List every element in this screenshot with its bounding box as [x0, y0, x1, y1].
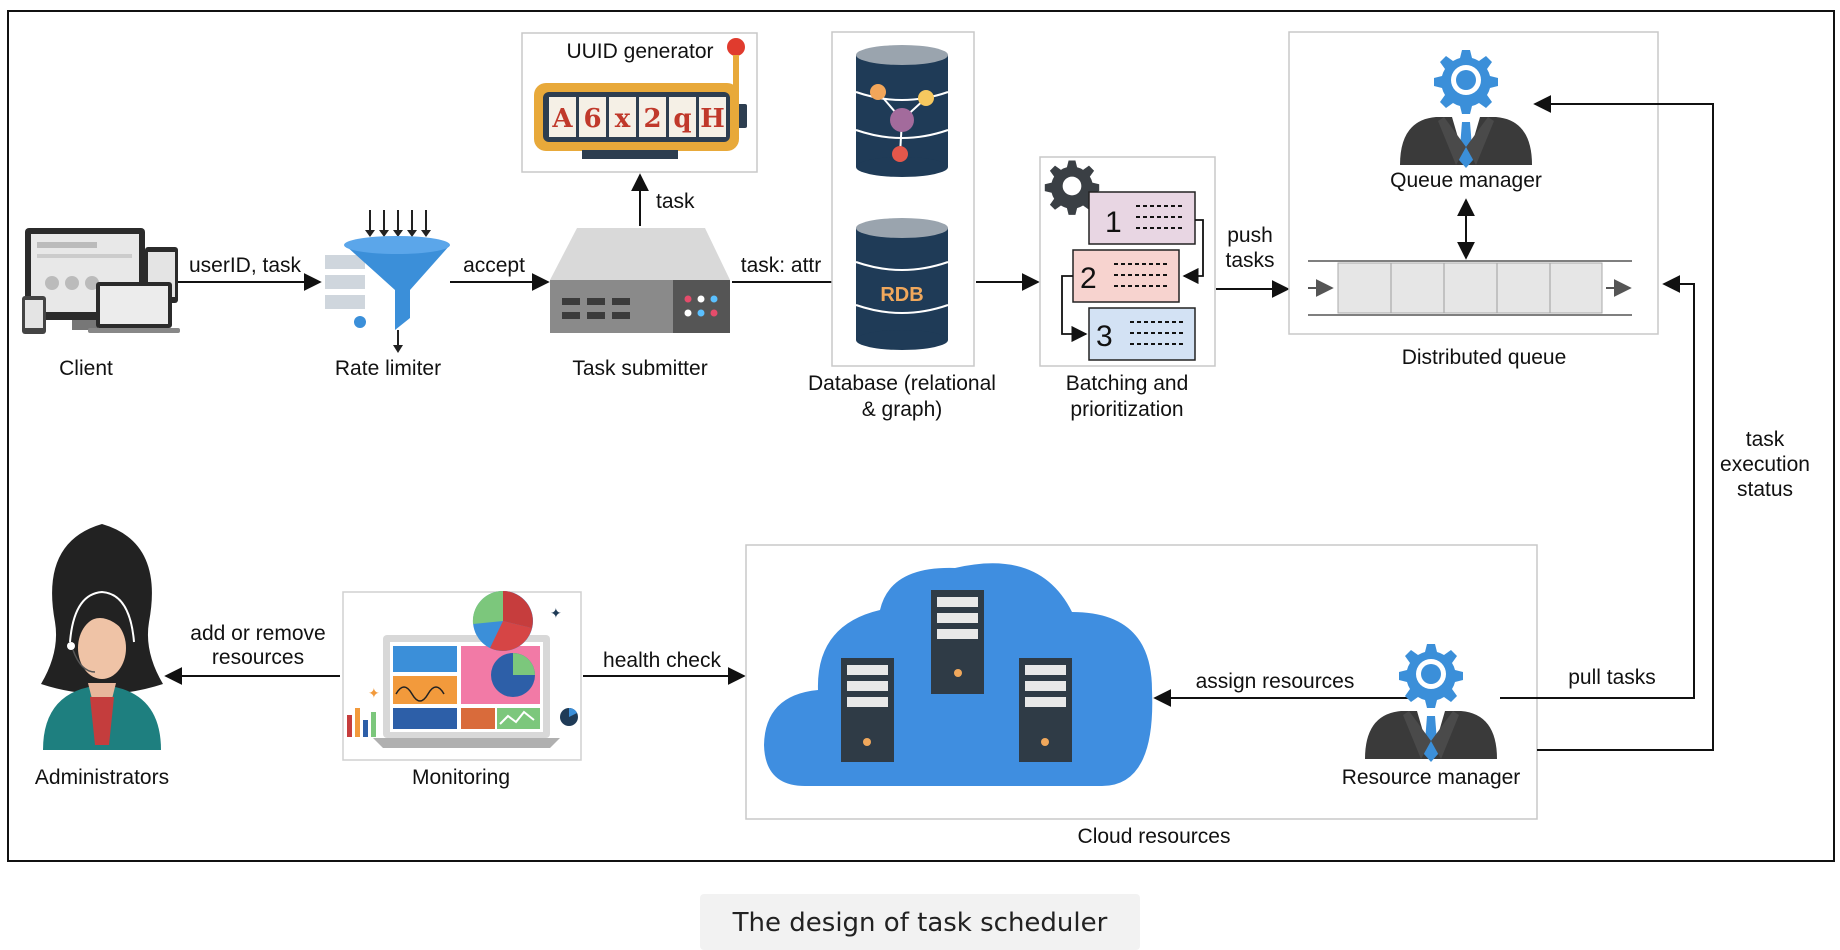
- uuid-reel-char: H: [700, 104, 725, 134]
- uuid-reel-cell: [699, 97, 726, 137]
- rate-limiter-funnel-icon: [325, 210, 450, 353]
- uuid-reel-cell: [669, 97, 696, 137]
- batch-card-2: 2: [1072, 249, 1180, 303]
- batch-card-1: 1: [1088, 191, 1196, 245]
- database-label-line1: Database (relational: [808, 372, 996, 395]
- batch-card-3: 3: [1088, 307, 1196, 361]
- uuid-reel-cell: [639, 97, 666, 137]
- edge-label-status-3: status: [1737, 478, 1793, 501]
- edge-label-add-or-remove: add or remove: [190, 622, 325, 645]
- batch-number-3: 3: [1096, 320, 1113, 353]
- uuid-reel-char: 6: [583, 104, 601, 134]
- edge-label-userid-task: userID, task: [189, 254, 302, 277]
- uuid-generator-label: UUID generator: [566, 40, 713, 63]
- graph-database-icon: [855, 45, 949, 177]
- resource-manager-person-icon: [1365, 711, 1497, 762]
- batching-label-line1: Batching and: [1066, 372, 1189, 395]
- monitoring-label: Monitoring: [412, 766, 510, 789]
- edge-label-pull-tasks: pull tasks: [1568, 666, 1656, 689]
- batching-label-line2: prioritization: [1070, 398, 1183, 421]
- database-label-line2: & graph): [862, 398, 943, 421]
- batching-gear-icon: [1044, 160, 1100, 215]
- uuid-reel-cell: [549, 97, 576, 137]
- edge-label-task: task: [656, 190, 695, 213]
- batch-number-2: 2: [1080, 262, 1097, 295]
- distributed-queue-label: Distributed queue: [1402, 346, 1567, 369]
- administrator-person-icon: [41, 524, 163, 750]
- client-devices-icon: [22, 228, 180, 334]
- task-submitter-label: Task submitter: [572, 357, 707, 380]
- cloud-resources-label: Cloud resources: [1078, 825, 1231, 848]
- edge-label-push: push: [1227, 224, 1273, 247]
- queue-manager-person-icon: [1400, 117, 1532, 168]
- edge-execution-status: [1533, 95, 1714, 751]
- uuid-reel-char: x: [615, 104, 631, 134]
- batch-number-1: 1: [1105, 206, 1122, 239]
- caption-box: [700, 894, 1140, 950]
- rate-limiter-label: Rate limiter: [335, 357, 441, 380]
- queue-lane: [1308, 260, 1632, 316]
- diagram-frame: [7, 10, 1835, 862]
- edge-label-tasks: tasks: [1225, 249, 1274, 272]
- queue-manager-label: Queue manager: [1390, 169, 1542, 192]
- rdb-label: RDB: [880, 284, 923, 306]
- edge-resource-manager-pull-tasks: [1500, 275, 1695, 699]
- queue-manager-gear-icon: [1434, 50, 1498, 114]
- batch-flow-1-to-2: [1182, 219, 1204, 285]
- cloud-server-1: [841, 658, 894, 762]
- monitoring-laptop-dashboard-icon: ✦ ✦: [347, 590, 578, 748]
- edge-label-status-1: task: [1746, 428, 1785, 451]
- resource-manager-gear-icon: [1399, 644, 1463, 708]
- edge-label-assign-resources: assign resources: [1196, 670, 1355, 693]
- administrators-label: Administrators: [35, 766, 169, 789]
- edge-label-status-2: execution: [1720, 453, 1810, 476]
- uuid-reel-char: 2: [643, 104, 661, 134]
- edge-label-accept: accept: [463, 254, 525, 277]
- edge-label-health-check: health check: [603, 649, 721, 672]
- task-submitter-server-icon: [550, 228, 730, 333]
- client-label: Client: [59, 357, 113, 380]
- diagram-caption: The design of task scheduler: [732, 908, 1108, 938]
- uuid-reel-cell: [609, 97, 636, 137]
- svg-text:✦: ✦: [550, 606, 562, 622]
- uuid-reel-cell: [579, 97, 606, 137]
- cloud-server-2: [931, 590, 984, 694]
- resource-manager-label: Resource manager: [1342, 766, 1521, 789]
- uuid-reel-char: A: [551, 104, 573, 134]
- edge-label-resources: resources: [212, 646, 304, 669]
- svg-text:✦: ✦: [368, 686, 380, 702]
- batch-flow-2-to-3: [1061, 275, 1088, 343]
- uuid-reel-char: q: [673, 104, 691, 134]
- edge-label-task-attr: task: attr: [741, 254, 822, 277]
- relational-database-icon: RDB: [855, 218, 949, 350]
- cloud-server-3: [1019, 658, 1072, 762]
